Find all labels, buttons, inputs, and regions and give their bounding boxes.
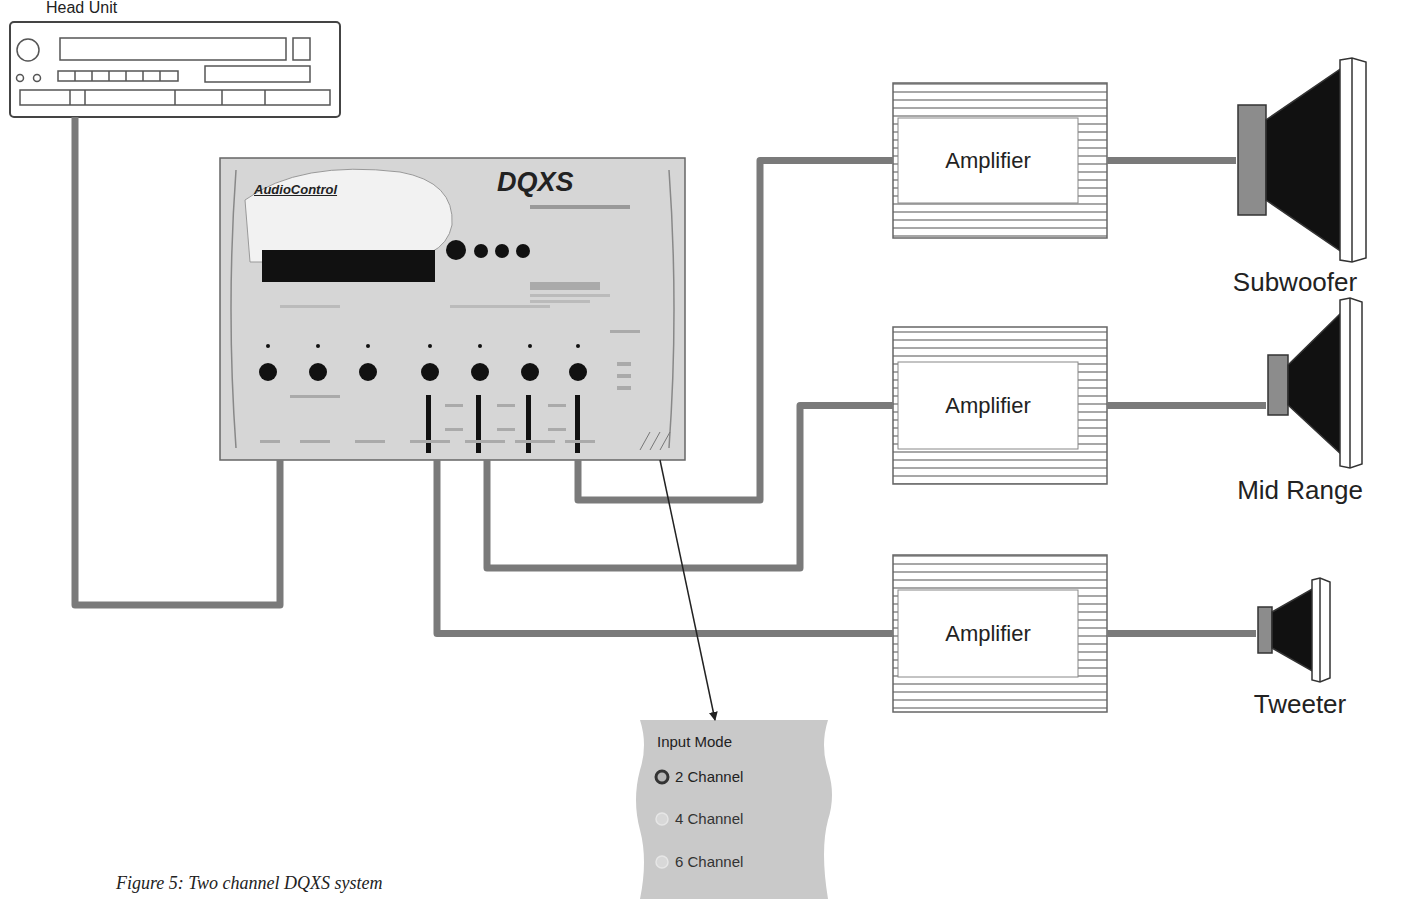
head-unit: Head Unit: [10, 22, 340, 117]
speaker-label: Tweeter: [1254, 690, 1347, 720]
speaker-label: Subwoofer: [1233, 268, 1357, 298]
signal-cable: [1107, 630, 1256, 637]
head-unit-drawing: [10, 22, 340, 117]
amplifier-label: Amplifier: [898, 118, 1078, 203]
tweeter-speaker: Tweeter: [1256, 578, 1332, 682]
amplifier-label: Amplifier: [898, 590, 1078, 677]
subwoofer-speaker: Subwoofer: [1236, 58, 1366, 262]
signal-cable: [1107, 402, 1266, 409]
amplifier-drawings: [893, 83, 1107, 712]
input-mode-inset: [636, 720, 832, 899]
amplifier: Amplifier: [893, 327, 1107, 484]
node-heading: Head Unit: [46, 0, 117, 17]
signal-cable: [578, 161, 893, 501]
signal-cable: [1107, 157, 1236, 164]
leader-arrow: [660, 460, 715, 720]
signal-cable: [75, 117, 280, 605]
model-name: DQXS: [497, 167, 574, 198]
signal-cable: [487, 406, 893, 569]
speaker-drawings: [1238, 58, 1366, 682]
input-mode-option: 4 Channel: [675, 810, 743, 827]
amplifier: Amplifier: [893, 83, 1107, 238]
input-mode-option: 2 Channel: [675, 768, 743, 785]
amplifier: Amplifier: [893, 555, 1107, 712]
figure-caption: Figure 5: Two channel DQXS system: [116, 873, 382, 894]
panel-heading: Input Mode: [657, 733, 732, 750]
dqxs-processor-drawing: [220, 158, 685, 460]
dqxs-processor: AudioControl DQXS: [220, 158, 685, 460]
input-mode-panel: Input Mode 2 Channel 4 Channel 6 Channel: [640, 720, 828, 899]
brand-logo: AudioControl: [254, 183, 337, 198]
mid-range-speaker: Mid Range: [1266, 298, 1362, 468]
speaker-label: Mid Range: [1237, 476, 1363, 506]
amplifier-label: Amplifier: [898, 362, 1078, 449]
input-mode-option: 6 Channel: [675, 853, 743, 870]
